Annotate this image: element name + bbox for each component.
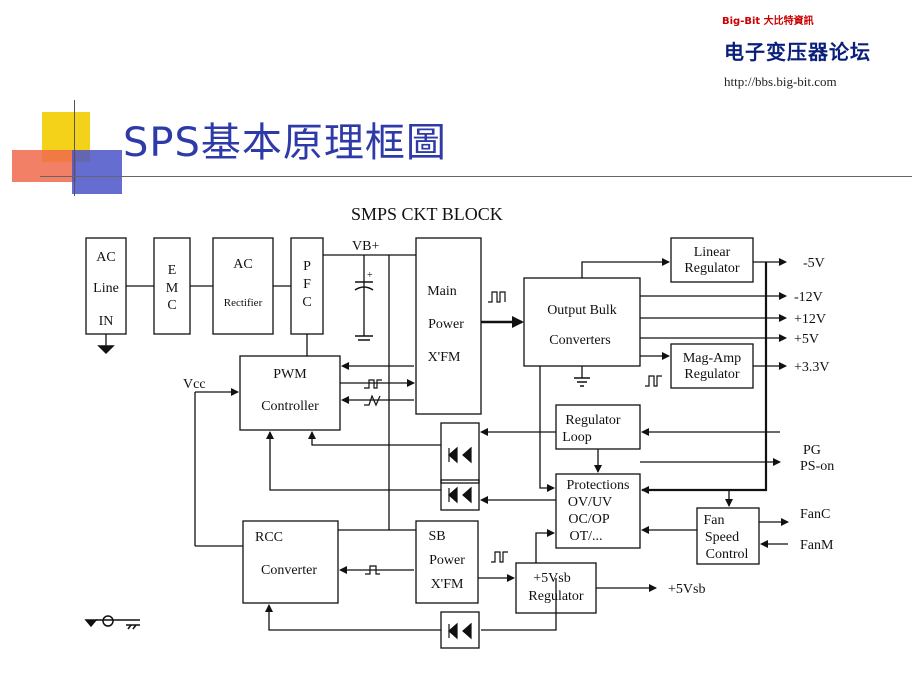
rectifier-text-2: Rectifier xyxy=(224,297,263,309)
optocoupler-bottom xyxy=(440,479,480,511)
output-bulk-text-1: Output Bulk xyxy=(547,303,617,318)
fanc-label: FanC xyxy=(800,507,830,522)
deco-hline xyxy=(40,176,912,177)
ground-icon xyxy=(84,345,590,630)
svg-text:+: + xyxy=(367,270,373,281)
optocoupler-diode-icon xyxy=(448,446,472,640)
ac-line-text-3: IN xyxy=(99,314,114,329)
rcc-text-1: RCC xyxy=(255,530,283,545)
pfc-text-1: P xyxy=(303,259,311,274)
emc-text-2: M xyxy=(166,281,179,296)
deco-vline xyxy=(74,100,75,196)
sb-power-block xyxy=(415,520,479,604)
linear-regulator-block xyxy=(670,237,754,283)
protections-text-2: OV/UV xyxy=(568,495,612,510)
pulse-waveform-icon xyxy=(364,291,662,575)
output-plus5v: +5V xyxy=(794,332,819,347)
ps-on-label: PS-on xyxy=(800,459,834,474)
pwm-controller-block xyxy=(239,355,341,431)
pfc-text-2: F xyxy=(303,277,311,292)
vsb-regulator-text-2: Regulator xyxy=(528,589,584,604)
mag-amp-text-1: Mag-Amp xyxy=(683,351,741,366)
fan-text-2: Speed xyxy=(705,530,739,545)
output-bulk-block xyxy=(523,277,641,367)
pwm-text-2: Controller xyxy=(261,399,319,414)
fanm-label: FanM xyxy=(800,538,834,553)
vb-label: VB+ xyxy=(352,239,379,254)
logo-tagline: Big-Bit 大比特資訊 xyxy=(722,16,814,27)
capacitor-icon xyxy=(354,281,374,341)
vcc-label: Vcc xyxy=(183,377,206,392)
protections-text-3: OC/OP xyxy=(568,512,609,527)
regulator-loop-text-1: Regulator xyxy=(565,413,621,428)
diagram-heading: SMPS CKT BLOCK xyxy=(351,204,503,224)
logo-url: http://bbs.big-bit.com xyxy=(724,74,837,89)
deco-square-blue xyxy=(72,150,122,194)
output-minus5v: -5V xyxy=(803,256,825,271)
protections-text-4: OT/... xyxy=(569,529,602,544)
rcc-text-2: Converter xyxy=(261,563,317,578)
slide-title: SPS基本原理框圖 xyxy=(123,120,447,166)
fan-speed-block xyxy=(696,507,760,565)
output-bulk-text-2: Converters xyxy=(549,333,610,348)
rcc-converter-block xyxy=(242,520,339,604)
pg-label: PG xyxy=(803,443,821,458)
main-power-text-3: X'FM xyxy=(428,350,461,365)
logo-name: 电子变压器论坛 xyxy=(724,40,871,64)
protections-block xyxy=(555,473,641,549)
main-power-text-1: Main xyxy=(427,284,457,299)
rectifier-text-1: AC xyxy=(233,257,252,272)
output-plus3v3: +3.3V xyxy=(794,360,830,375)
linear-regulator-text-1: Linear xyxy=(694,245,731,260)
ac-line-text-1: AC xyxy=(96,250,115,265)
output-plus12v: +12V xyxy=(794,312,826,327)
output-5vsb: +5Vsb xyxy=(668,582,705,597)
optocoupler-top xyxy=(440,422,480,484)
optocoupler-lower xyxy=(440,611,480,649)
linear-regulator-text-2: Regulator xyxy=(684,261,740,276)
main-power-text-2: Power xyxy=(428,317,464,332)
mag-amp-text-2: Regulator xyxy=(684,367,740,382)
pwm-text-1: PWM xyxy=(273,367,307,382)
fan-text-3: Control xyxy=(706,547,749,562)
main-power-block xyxy=(415,237,482,415)
rectifier-block xyxy=(212,237,274,335)
regulator-loop-text-2: Loop xyxy=(562,430,592,445)
pfc-text-3: C xyxy=(302,295,311,310)
protections-text-1: Protections xyxy=(567,478,630,493)
output-minus12v: -12V xyxy=(794,290,823,305)
ac-line-text-2: Line xyxy=(93,281,119,296)
sb-power-text-2: Power xyxy=(429,553,465,568)
emc-text-1: E xyxy=(168,263,177,278)
vsb-regulator-text-1: +5Vsb xyxy=(533,571,570,586)
fan-text-1: Fan xyxy=(704,513,725,528)
sb-power-text-3: X'FM xyxy=(431,577,464,592)
emc-text-3: C xyxy=(167,298,176,313)
sb-power-text-1: SB xyxy=(428,529,445,544)
